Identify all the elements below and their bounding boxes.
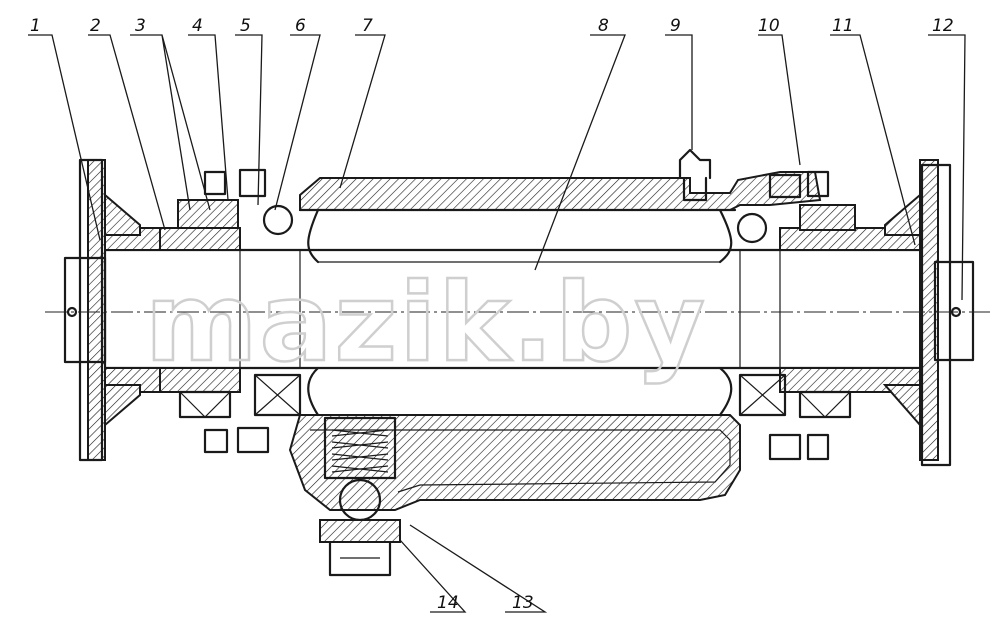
- callout-6: 6: [295, 16, 306, 36]
- callout-10: 10: [758, 16, 780, 36]
- callout-5: 5: [240, 16, 251, 36]
- watermark-text: mazik.by: [145, 261, 707, 386]
- bearings: [177, 199, 856, 419]
- callout-2: 2: [90, 16, 101, 36]
- callout-14: 14: [437, 593, 459, 613]
- bolts: [203, 168, 830, 461]
- callout-7: 7: [362, 16, 373, 36]
- spring-valve: [319, 416, 401, 577]
- callout-9: 9: [670, 16, 681, 36]
- right-hub: [779, 159, 975, 467]
- housing: [288, 171, 822, 511]
- leader-lines: [28, 34, 966, 613]
- grease-fitting: [678, 148, 712, 202]
- callout-4: 4: [192, 16, 203, 36]
- callout-8: 8: [598, 16, 609, 36]
- left-hub: [63, 158, 241, 462]
- callout-13: 13: [512, 593, 534, 613]
- callout-11: 11: [832, 16, 854, 36]
- callout-1: 1: [30, 16, 41, 36]
- callout-3: 3: [135, 16, 146, 36]
- callout-12: 12: [932, 16, 954, 36]
